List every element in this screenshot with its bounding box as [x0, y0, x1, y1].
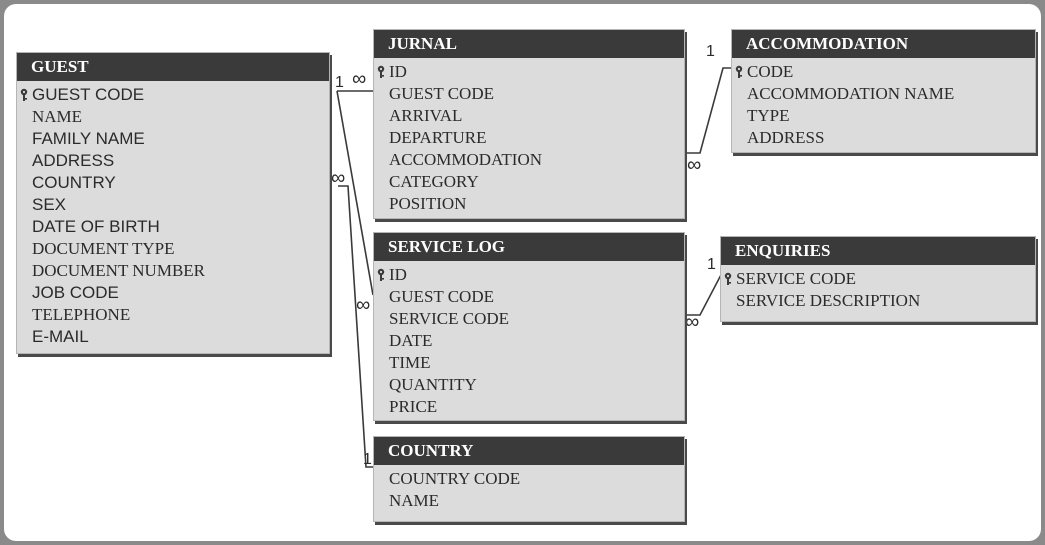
jurnal-field-accommodation: ACCOMMODATION [389, 150, 543, 169]
cardinality-country-guest-many: ∞ [331, 167, 346, 189]
country-table-title: COUNTRY [374, 437, 684, 465]
country-field-country-code: COUNTRY CODE [389, 469, 521, 488]
service-log-field-quantity: QUANTITY [389, 375, 477, 394]
key-icon [377, 65, 385, 78]
guest-table[interactable]: GUEST GUEST CODE NAME FAMILY NAME ADDRES… [16, 52, 330, 354]
service-log-table[interactable]: SERVICE LOG ID GUEST CODE SERVICE CODE D… [373, 232, 685, 421]
key-icon [735, 65, 743, 78]
accommodation-field-type: TYPE [747, 106, 790, 125]
guest-table-title: GUEST [17, 53, 329, 81]
enquiries-field-service-description: SERVICE DESCRIPTION [736, 291, 921, 310]
jurnal-field-position: POSITION [389, 194, 467, 213]
enquiries-field-service-code: SERVICE CODE [721, 268, 1035, 290]
service-log-field-price: PRICE [389, 397, 438, 416]
service-log-table-title: SERVICE LOG [374, 233, 684, 261]
cardinality-guest-jurnal-one: 1 [335, 74, 344, 91]
guest-field-country: COUNTRY [32, 173, 116, 192]
accommodation-field-code: CODE [732, 61, 1035, 83]
guest-field-document-number: DOCUMENT NUMBER [32, 261, 206, 280]
cardinality-guest-jurnal-many: ∞ [352, 68, 367, 90]
jurnal-field-arrival: ARRIVAL [389, 106, 463, 125]
accommodation-field-address: ADDRESS [747, 128, 825, 147]
guest-field-guest-code: GUEST CODE [17, 84, 329, 106]
service-log-field-guest-code: GUEST CODE [389, 287, 494, 306]
guest-field-job-code: JOB CODE [32, 283, 119, 302]
guest-field-date-of-birth: DATE OF BIRTH [32, 217, 160, 236]
accommodation-table[interactable]: ACCOMMODATION CODE ACCOMMODATION NAME TY… [731, 29, 1036, 153]
cardinality-jurnal-accommodation-many: ∞ [687, 154, 702, 176]
guest-field-family-name: FAMILY NAME [32, 129, 145, 148]
accommodation-table-title: ACCOMMODATION [732, 30, 1035, 58]
key-icon [20, 88, 28, 101]
guest-field-name: NAME [32, 107, 83, 126]
cardinality-service-enquiries-many: ∞ [685, 311, 700, 333]
guest-field-email: E-MAIL [32, 327, 89, 346]
diagram-canvas: 1 ∞ ∞ ∞ 1 1 ∞ 1 ∞ GUEST GUEST CODE NAME … [4, 4, 1041, 541]
service-log-field-date: DATE [389, 331, 433, 350]
guest-field-sex: SEX [32, 195, 67, 214]
cardinality-accommodation-one: 1 [706, 43, 715, 60]
enquiries-table-title: ENQUIRIES [721, 237, 1035, 265]
cardinality-enquiries-one: 1 [707, 256, 716, 273]
enquiries-table[interactable]: ENQUIRIES SERVICE CODE SERVICE DESCRIPTI… [720, 236, 1036, 322]
guest-field-document-type: DOCUMENT TYPE [32, 239, 175, 258]
relationship-line-country-guest [338, 185, 373, 468]
key-icon [377, 268, 385, 281]
key-icon [724, 272, 732, 285]
jurnal-field-id: ID [374, 61, 684, 83]
jurnal-table-title: JURNAL [374, 30, 684, 58]
jurnal-field-guest-code: GUEST CODE [389, 84, 494, 103]
country-table[interactable]: COUNTRY COUNTRY CODE NAME [373, 436, 685, 522]
relationship-line-accommodation-jurnal [684, 67, 731, 154]
jurnal-field-departure: DEPARTURE [389, 128, 487, 147]
accommodation-field-name: ACCOMMODATION NAME [747, 84, 955, 103]
country-field-name: NAME [389, 491, 440, 510]
jurnal-field-category: CATEGORY [389, 172, 479, 191]
service-log-field-id: ID [374, 264, 684, 286]
service-log-field-time: TIME [389, 353, 431, 372]
guest-field-telephone: TELEPHONE [32, 305, 131, 324]
guest-field-address: ADDRESS [32, 151, 115, 170]
cardinality-country-one: 1 [363, 451, 372, 468]
cardinality-guest-service-many: ∞ [356, 294, 371, 316]
jurnal-table[interactable]: JURNAL ID GUEST CODE ARRIVAL DEPARTURE A… [373, 29, 685, 219]
service-log-field-service-code: SERVICE CODE [389, 309, 510, 328]
relationship-line-guest-service-log [336, 90, 374, 296]
